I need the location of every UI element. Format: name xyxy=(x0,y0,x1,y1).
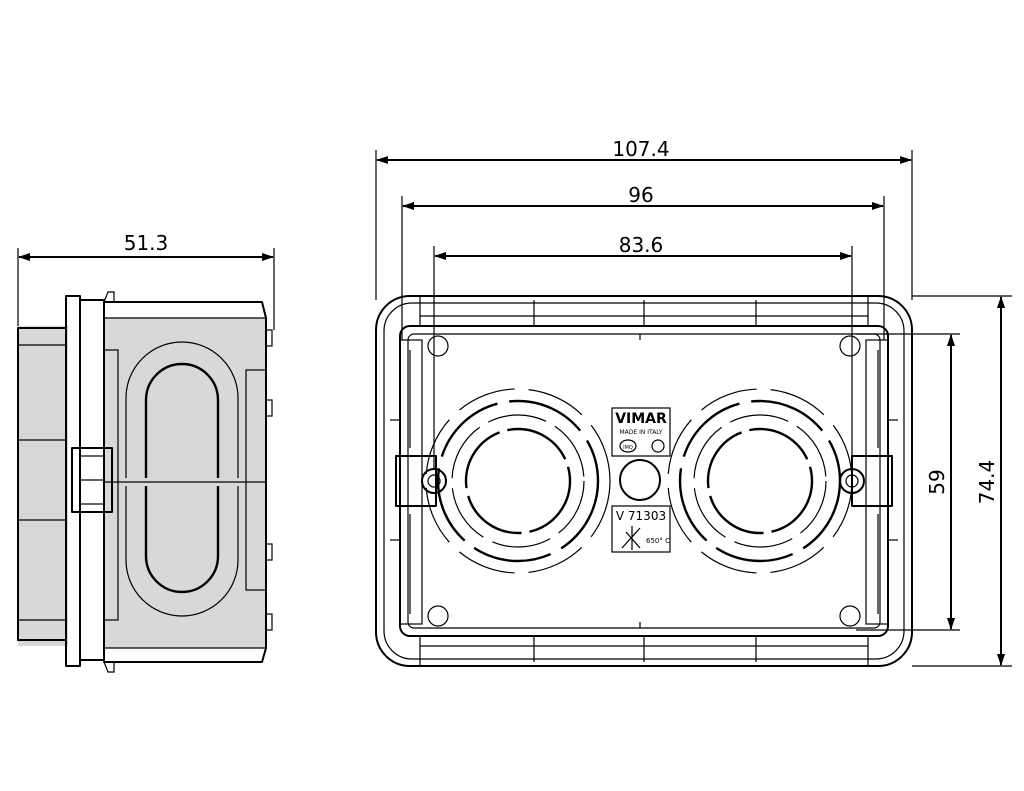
dim-inner-height: 59 xyxy=(856,333,960,631)
dim-inner-width-label: 96 xyxy=(628,183,653,207)
product-code-label: V 71303 xyxy=(616,509,666,523)
cert-mark-label: IMQ xyxy=(623,445,633,451)
marking-upper: VIMAR MADE IN ITALY IMQ xyxy=(611,407,671,457)
dim-overall-width-label: 107.4 xyxy=(612,137,669,161)
dim-inner-width: 96 xyxy=(401,183,885,340)
dim-side-depth-label: 51.3 xyxy=(124,231,169,255)
dim-overall-height-label: 74.4 xyxy=(975,460,999,505)
dim-overall-height: 74.4 xyxy=(912,295,1012,667)
flange-segments-bottom xyxy=(419,636,869,666)
side-view xyxy=(17,291,273,673)
dim-side-depth: 51.3 xyxy=(17,231,275,330)
center-hole xyxy=(619,459,661,501)
knockout-left xyxy=(425,388,611,574)
marking-lower: V 71303 650° C xyxy=(611,505,671,553)
flange-segments-top xyxy=(419,296,869,326)
dim-overall-width: 107.4 xyxy=(375,137,913,300)
glow-wire-label: 650° C xyxy=(646,537,670,545)
knockout-right xyxy=(667,388,853,574)
dim-inner-height-label: 59 xyxy=(925,469,949,494)
dim-screw-spacing-label: 83.6 xyxy=(619,233,664,257)
made-in-label: MADE IN ITALY xyxy=(619,429,662,436)
dim-screw-spacing: 83.6 xyxy=(433,233,853,470)
front-view: VIMAR MADE IN ITALY IMQ V 71303 650° C xyxy=(375,295,913,667)
brand-label: VIMAR xyxy=(615,411,667,427)
